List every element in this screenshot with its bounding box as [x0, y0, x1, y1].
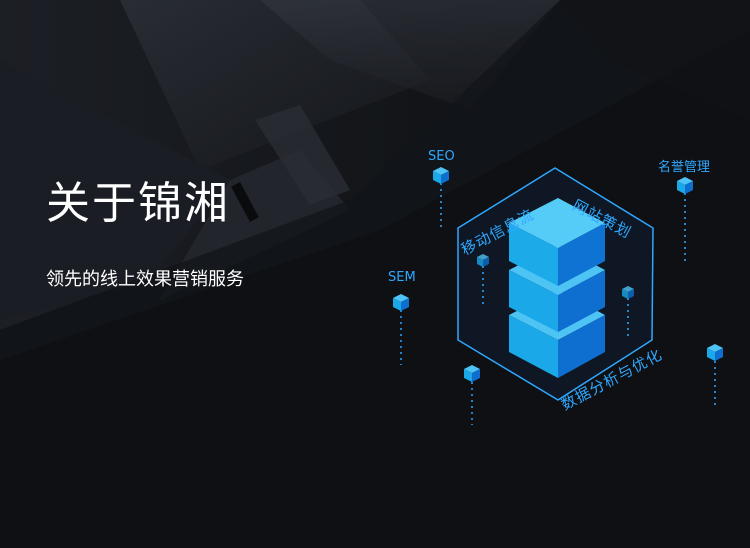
- seo-label: SEO: [428, 149, 455, 164]
- bottom-left-node-cube: [464, 365, 480, 382]
- sem-node-cube: [393, 294, 409, 311]
- inner-right-node-cube: [622, 286, 634, 299]
- central-cube-stack: [509, 198, 605, 378]
- node-cubes: [393, 167, 723, 382]
- page-title: 关于锦湘: [46, 178, 230, 229]
- reputation-management-label: 名誉管理: [658, 160, 711, 175]
- right-node-cube: [707, 344, 723, 361]
- inner-left-node-cube: [477, 254, 489, 267]
- reputation-node-cube: [677, 177, 693, 194]
- sem-label: SEM: [388, 270, 416, 285]
- seo-node-cube: [433, 167, 449, 184]
- page-subtitle: 领先的线上效果营销服务: [46, 269, 244, 290]
- connector-lines: [400, 183, 716, 425]
